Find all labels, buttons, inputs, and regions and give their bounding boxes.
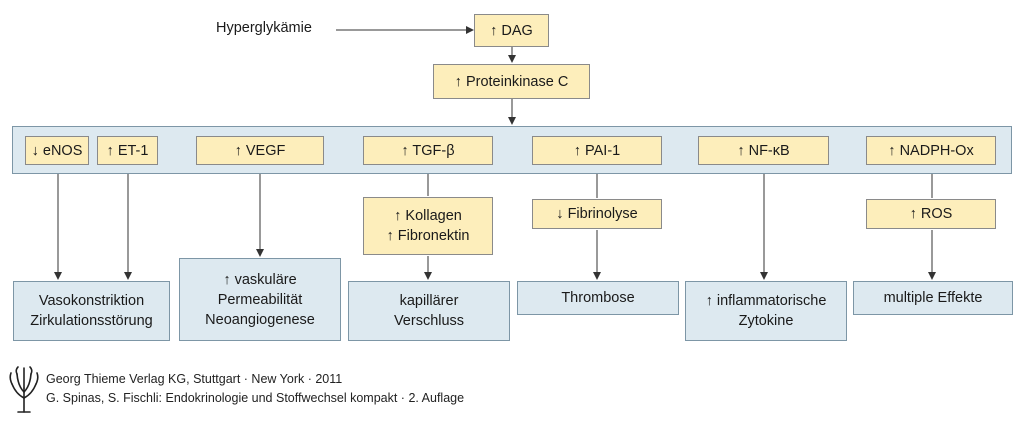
fibrinolyse-box: ↓ Fibrinolyse: [532, 199, 662, 229]
kollagen-fibronektin-box: ↑ Kollagen ↑ Fibronektin: [363, 197, 493, 255]
et1-box: ↑ ET-1: [97, 136, 158, 165]
hyperglykaemie-label: Hyperglykämie: [216, 20, 312, 36]
fibronektin-text: ↑ Fibronektin: [386, 228, 470, 244]
proteinkinase-c-box: ↑ Proteinkinase C: [433, 64, 590, 99]
permeabilitaet-text: Permeabilität: [217, 291, 303, 308]
multiple-effekte-box: multiple Effekte: [853, 281, 1013, 315]
neoangiogenese-text: Neoangiogenese: [205, 311, 315, 328]
tgf-beta-box: ↑ TGF-β: [363, 136, 493, 165]
ros-box: ↑ ROS: [866, 199, 996, 229]
nfkb-box: ↑ NF-κB: [698, 136, 829, 165]
tree-logo-icon: [9, 366, 39, 413]
nadph-ox-box: ↑ NADPH-Ox: [866, 136, 996, 165]
kapillaerer-verschluss-box: kapillärer Verschluss: [348, 281, 510, 341]
enos-box: ↓ eNOS: [25, 136, 89, 165]
zytokine-text: Zytokine: [738, 313, 794, 329]
verschluss-text: Verschluss: [393, 313, 465, 329]
permeabilitaet-box: ↑ vaskuläre Permeabilität Neoangiogenese: [179, 258, 341, 341]
inflammatorische-zytokine-box: ↑ inflammatorische Zytokine: [685, 281, 847, 341]
zirkulationsstoerung-text: Zirkulationsstörung: [30, 313, 153, 329]
kapillaerer-text: kapillärer: [399, 293, 459, 309]
vasokonstriktion-text: Vasokonstriktion: [38, 293, 145, 309]
footer-publisher: Georg Thieme Verlag KG, Stuttgart · New …: [46, 372, 343, 386]
vaskulaere-text: ↑ vaskuläre: [223, 271, 297, 288]
inflammatorische-text: ↑ inflammatorische: [705, 293, 827, 309]
dag-box: ↑ DAG: [474, 14, 549, 47]
footer-citation: G. Spinas, S. Fischli: Endokrinologie un…: [46, 391, 465, 405]
thrombose-box: Thrombose: [517, 281, 679, 315]
pai1-box: ↑ PAI-1: [532, 136, 662, 165]
vasokonstriktion-box: Vasokonstriktion Zirkulationsstörung: [13, 281, 170, 341]
vegf-box: ↑ VEGF: [196, 136, 324, 165]
mediator-band: [12, 126, 1012, 174]
kollagen-text: ↑ Kollagen: [394, 208, 462, 224]
